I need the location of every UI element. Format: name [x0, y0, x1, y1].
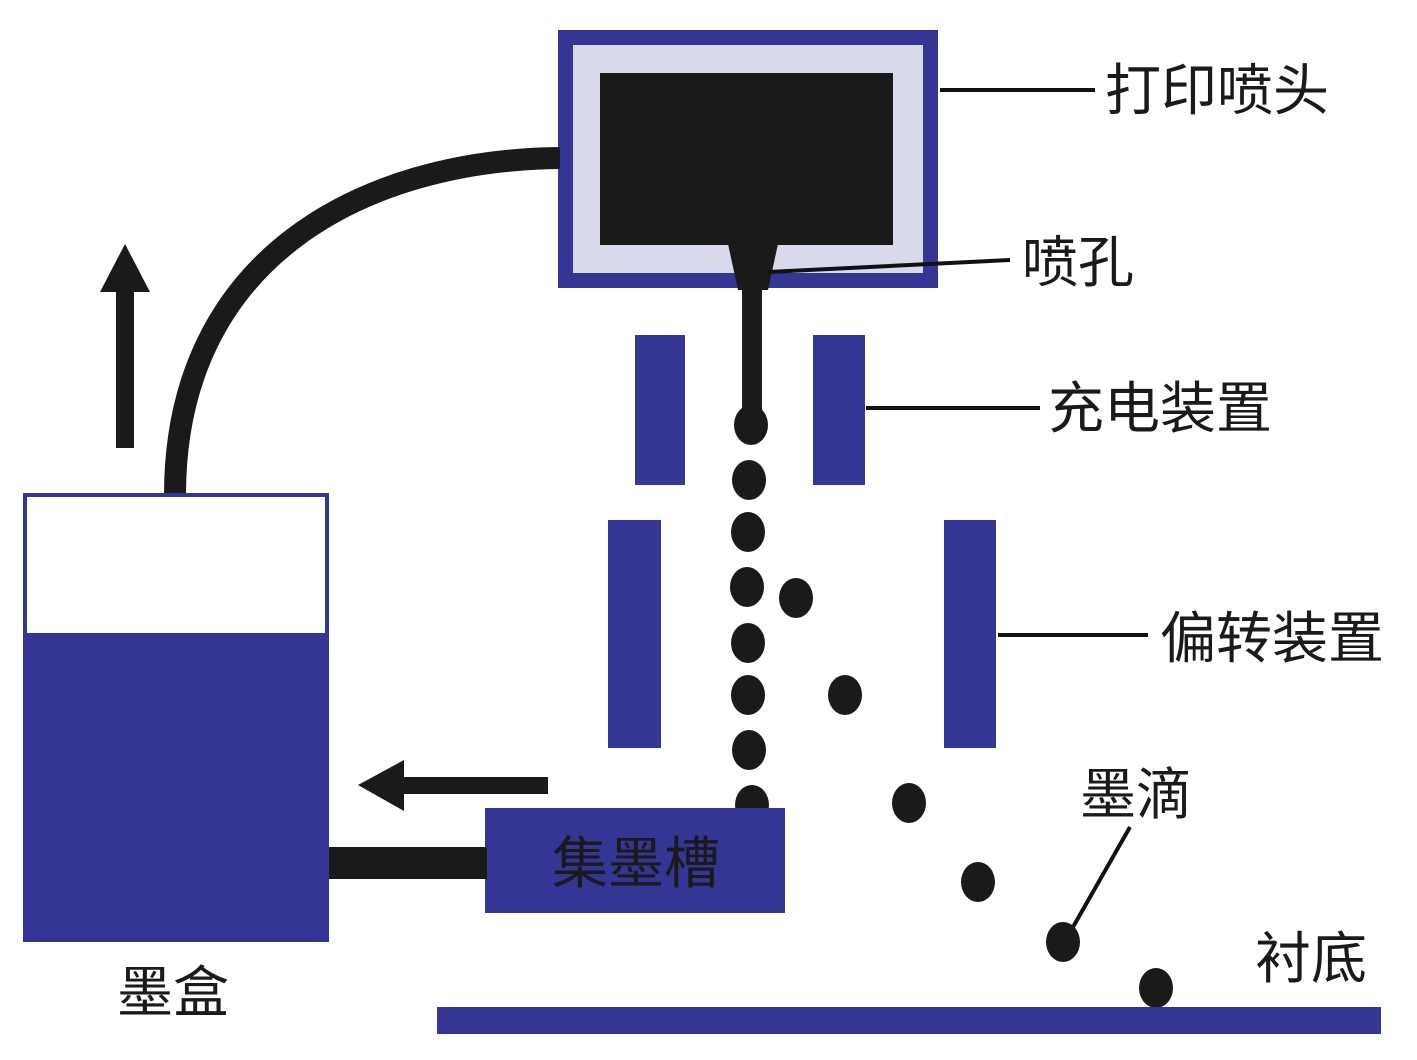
ink-droplet [892, 783, 926, 823]
ink-droplet-label: 墨滴 [1080, 763, 1192, 828]
ink-droplet [828, 675, 862, 715]
print-head-label: 打印喷头 [1105, 59, 1329, 124]
up-arrow-icon [100, 244, 150, 448]
nozzle-leader [767, 258, 1011, 274]
ink-droplet [730, 567, 764, 607]
ink-droplet [1046, 922, 1080, 962]
leader-lines [767, 88, 1148, 928]
print-head-ink-chamber [600, 73, 893, 245]
ink-droplet [779, 578, 813, 618]
nozzle-funnel [728, 244, 778, 290]
ink-droplet [731, 675, 765, 715]
charging-device [635, 335, 865, 485]
deflection-plate-left [608, 520, 661, 748]
ink-supply-tube [164, 147, 561, 496]
charging-plate-left [635, 335, 685, 485]
ink-collector-box [485, 808, 785, 913]
ink-droplet [961, 862, 995, 902]
ink-box-label: 墨盒 [117, 961, 229, 1026]
ink-droplet [731, 512, 765, 552]
undeflected-droplets [730, 405, 769, 825]
return-pipe [325, 847, 487, 879]
ink-box-ink-level [25, 633, 327, 940]
ink-droplet [732, 460, 766, 500]
ink-droplet [732, 730, 766, 770]
nozzle-label: 喷孔 [1022, 231, 1134, 296]
print-head [558, 30, 938, 413]
deflected-droplets [779, 578, 1173, 1008]
ink-box [23, 493, 329, 942]
deflection-plate-right [944, 520, 996, 748]
deflection-device-label: 偏转装置 [1160, 607, 1384, 672]
left-arrow-icon [358, 760, 548, 811]
ink-collector: 集墨槽 [485, 808, 785, 913]
ink-droplet [1139, 968, 1173, 1008]
deflection-device [608, 520, 996, 748]
ink-collector-label: 集墨槽 [552, 832, 720, 897]
ink-stream [742, 288, 762, 413]
charging-plate-right [813, 335, 865, 485]
substrate-label: 衬底 [1255, 927, 1367, 992]
charging-device-label: 充电装置 [1048, 377, 1272, 442]
ink-droplet [734, 405, 768, 445]
ink-droplet-leader [1071, 826, 1132, 928]
ink-droplet [731, 623, 765, 663]
substrate [437, 1007, 1381, 1034]
